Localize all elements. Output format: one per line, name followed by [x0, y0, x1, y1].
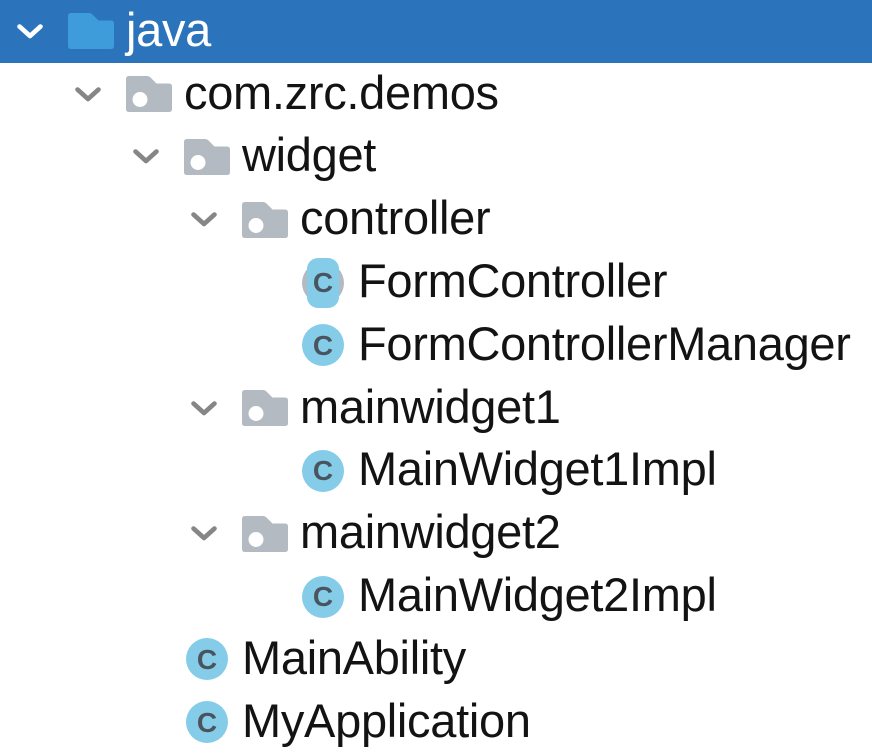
class-icon: C — [184, 633, 230, 685]
tree-item-label: controller — [300, 191, 491, 245]
tree-item-label: MainWidget1Impl — [358, 442, 717, 496]
class-letter: C — [312, 455, 334, 487]
class-band: C — [307, 257, 339, 308]
tree-item-label: java — [126, 2, 212, 56]
class-parenthesized-icon: C — [300, 257, 346, 309]
tree-item-label: widget — [242, 128, 377, 182]
package-folder-icon — [184, 131, 230, 183]
class-parens-wrapper: C — [299, 257, 347, 308]
tree-row-mainwidget1impl[interactable]: C MainWidget1Impl — [0, 440, 872, 503]
tree-row-mainability[interactable]: C MainAbility — [0, 628, 872, 691]
tree-item-label: com.zrc.demos — [184, 65, 499, 119]
tree-item-label: mainwidget1 — [300, 379, 561, 433]
tree-row-java[interactable]: java — [0, 0, 872, 63]
class-icon: C — [184, 696, 230, 748]
chevron-down-icon[interactable] — [190, 525, 218, 542]
class-icon-circle: C — [186, 638, 228, 681]
class-icon-circle: C — [302, 324, 344, 367]
chevron-down-icon[interactable] — [74, 86, 102, 103]
tree-row-widget[interactable]: widget — [0, 126, 872, 189]
class-letter: C — [312, 267, 334, 299]
class-icon: C — [300, 319, 346, 371]
chevron-down-icon[interactable] — [132, 148, 160, 165]
tree-row-myapplication[interactable]: C MyApplication — [0, 691, 872, 754]
package-folder-icon — [242, 508, 288, 560]
class-letter: C — [312, 581, 334, 613]
class-icon-circle: C — [302, 575, 344, 618]
tree-row-formcontroller[interactable]: C FormController — [0, 251, 872, 314]
tree-item-label: MainAbility — [242, 630, 466, 684]
tree-row-com-zrc-demos[interactable]: com.zrc.demos — [0, 63, 872, 126]
tree-row-formcontrollermanager[interactable]: C FormControllerManager — [0, 314, 872, 377]
class-icon-circle: C — [302, 449, 344, 492]
class-icon-circle: C — [186, 701, 228, 744]
tree-item-label: mainwidget2 — [300, 505, 561, 559]
source-folder-icon — [68, 5, 114, 57]
package-folder-icon — [242, 194, 288, 246]
tree-item-label: FormController — [358, 254, 668, 308]
class-icon: C — [300, 445, 346, 497]
class-letter: C — [312, 329, 334, 361]
tree-item-label: FormControllerManager — [358, 316, 851, 370]
tree-row-mainwidget1[interactable]: mainwidget1 — [0, 377, 872, 440]
tree-item-label: MyApplication — [242, 693, 531, 747]
tree-row-mainwidget2[interactable]: mainwidget2 — [0, 502, 872, 565]
class-icon: C — [300, 571, 346, 623]
tree-item-label: MainWidget2Impl — [358, 568, 717, 622]
chevron-down-icon[interactable] — [190, 400, 218, 417]
chevron-down-icon[interactable] — [16, 23, 44, 40]
tree-row-mainwidget2impl[interactable]: C MainWidget2Impl — [0, 565, 872, 628]
class-letter: C — [196, 706, 218, 738]
chevron-down-icon[interactable] — [190, 211, 218, 228]
package-folder-icon — [126, 68, 172, 120]
class-letter: C — [196, 643, 218, 675]
package-folder-icon — [242, 382, 288, 434]
tree-row-controller[interactable]: controller — [0, 188, 872, 251]
